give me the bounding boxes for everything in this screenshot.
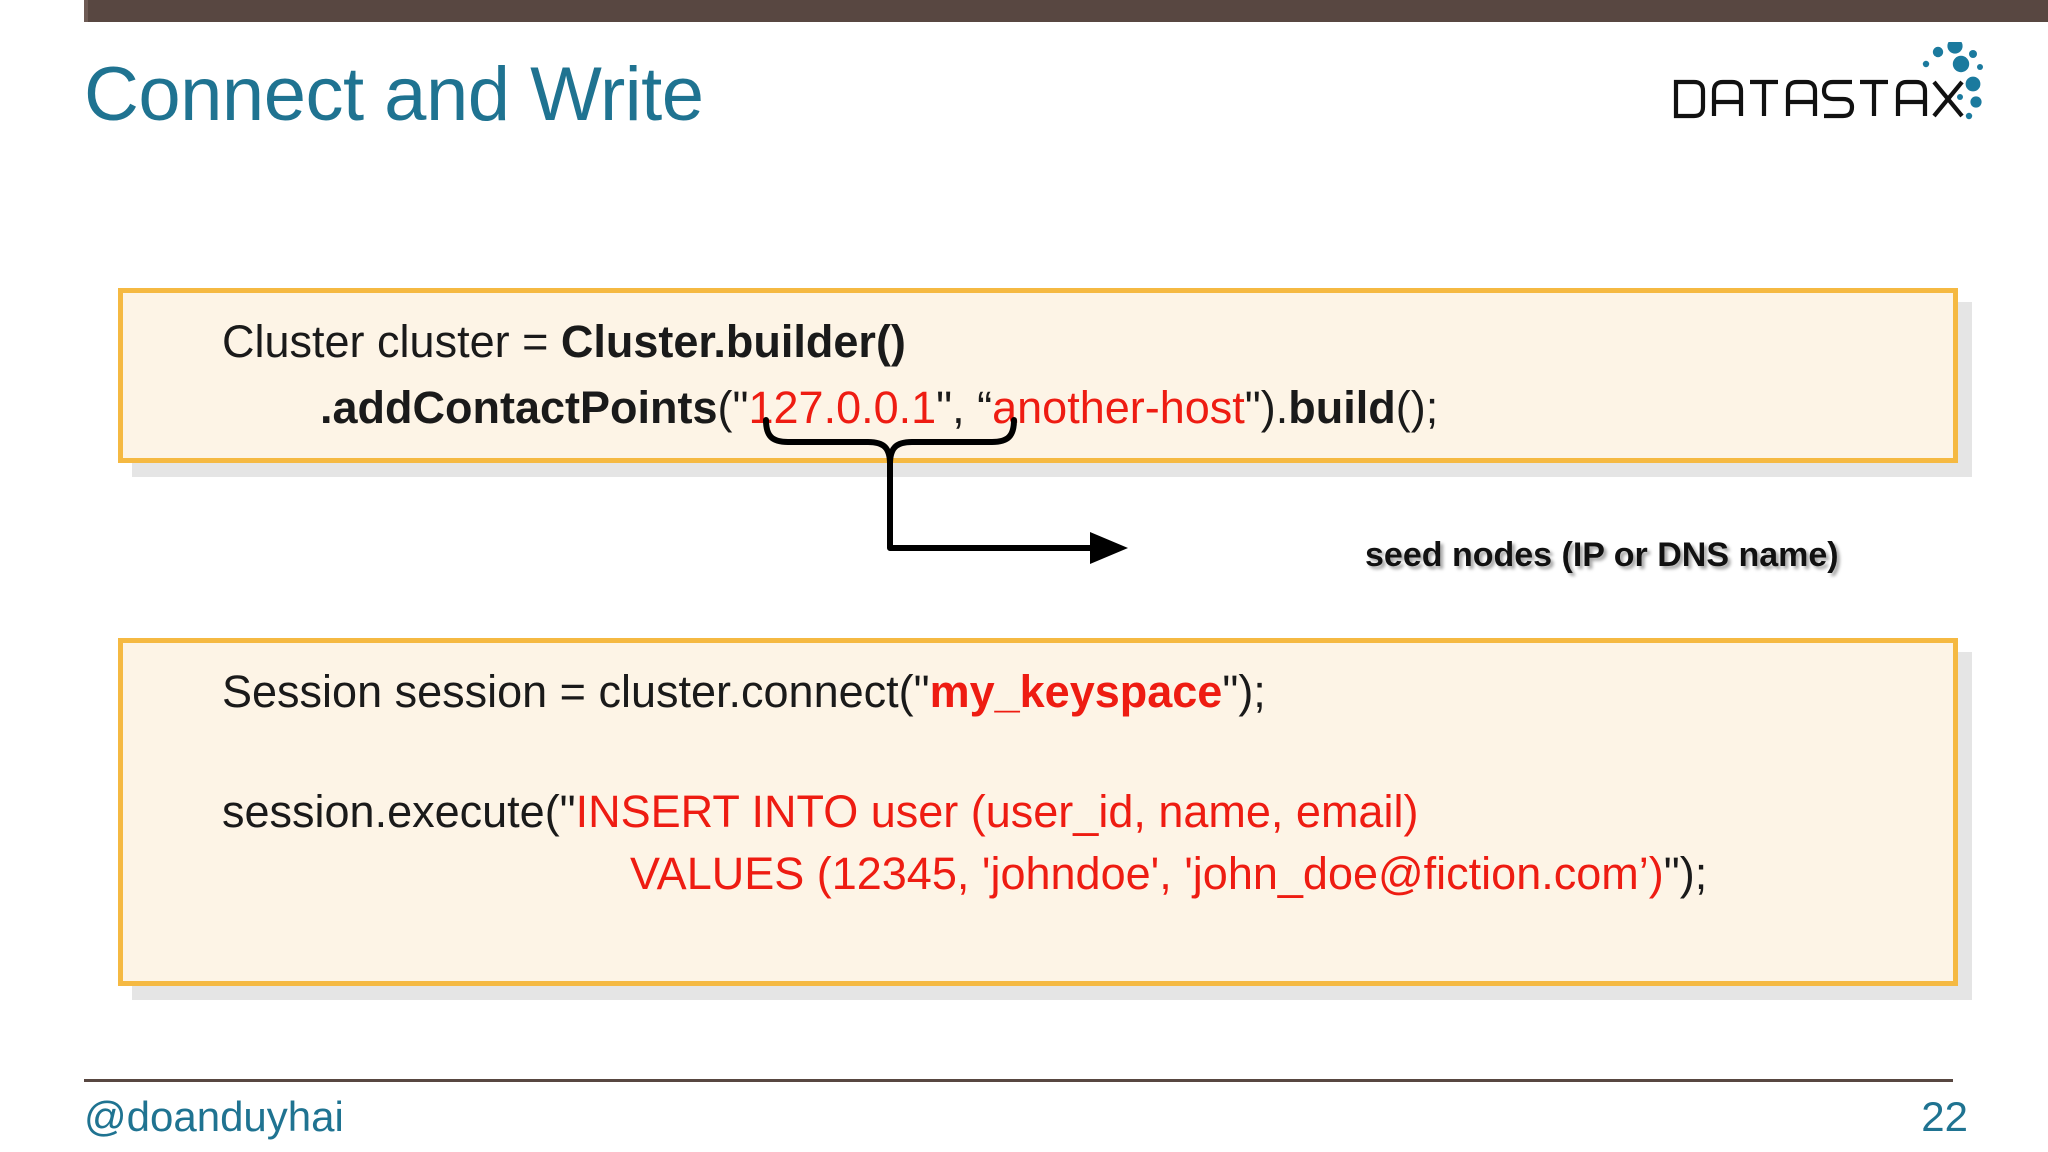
datastax-logo — [1670, 42, 2000, 134]
code-token: .addContactPoints — [320, 382, 718, 433]
code-token: (); — [1395, 382, 1439, 433]
code-line-execute-insert: session.execute("INSERT INTO user (user_… — [222, 788, 1418, 836]
code-line-session-connect: Session session = cluster.connect("my_ke… — [222, 668, 1266, 716]
code-token-keyspace: my_keyspace — [929, 666, 1223, 717]
code-block-connect — [118, 288, 1958, 463]
footer-divider — [84, 1079, 1953, 1082]
annotation-connector — [763, 417, 1128, 564]
annotation-label-seed-nodes: seed nodes (IP or DNS name) — [1365, 536, 1839, 574]
page-number: 22 — [1921, 1093, 1968, 1140]
code-token: build — [1288, 382, 1396, 433]
code-token: "); — [1222, 666, 1266, 717]
code-token: Cluster cluster = — [222, 316, 561, 367]
code-token: ", “ — [936, 382, 993, 433]
page-title: Connect and Write — [84, 52, 704, 137]
code-token-cql-insert: INSERT INTO user (user_id, name, email) — [575, 786, 1419, 837]
top-decorative-bar — [84, 0, 2048, 22]
code-token-ip: 127.0.0.1 — [748, 382, 937, 433]
code-token-host: another-host — [992, 382, 1245, 433]
code-token-cql-values: VALUES (12345, 'johndoe', 'john_doe@fict… — [630, 848, 1664, 899]
code-line-add-contact-points: .addContactPoints("127.0.0.1", “another-… — [320, 384, 1438, 432]
datastax-logo-svg — [1673, 42, 1983, 120]
code-line-cluster-builder: Cluster cluster = Cluster.builder() — [222, 318, 906, 366]
code-token: "); — [1663, 848, 1708, 899]
code-token: Session session = cluster.connect(" — [222, 666, 930, 717]
footer-twitter-handle: @doanduyhai — [84, 1093, 344, 1140]
code-token: session.execute(" — [222, 786, 576, 837]
top-bar-tick — [84, 0, 88, 22]
code-token: "). — [1244, 382, 1289, 433]
code-token: (" — [717, 382, 749, 433]
code-token: Cluster.builder() — [560, 316, 906, 367]
logo-dot-cluster — [1922, 42, 1983, 120]
code-line-cql-values: VALUES (12345, 'johndoe', 'john_doe@fict… — [630, 850, 1707, 898]
code-block-session-insert — [118, 638, 1958, 986]
arrow-head-icon — [1090, 532, 1128, 564]
